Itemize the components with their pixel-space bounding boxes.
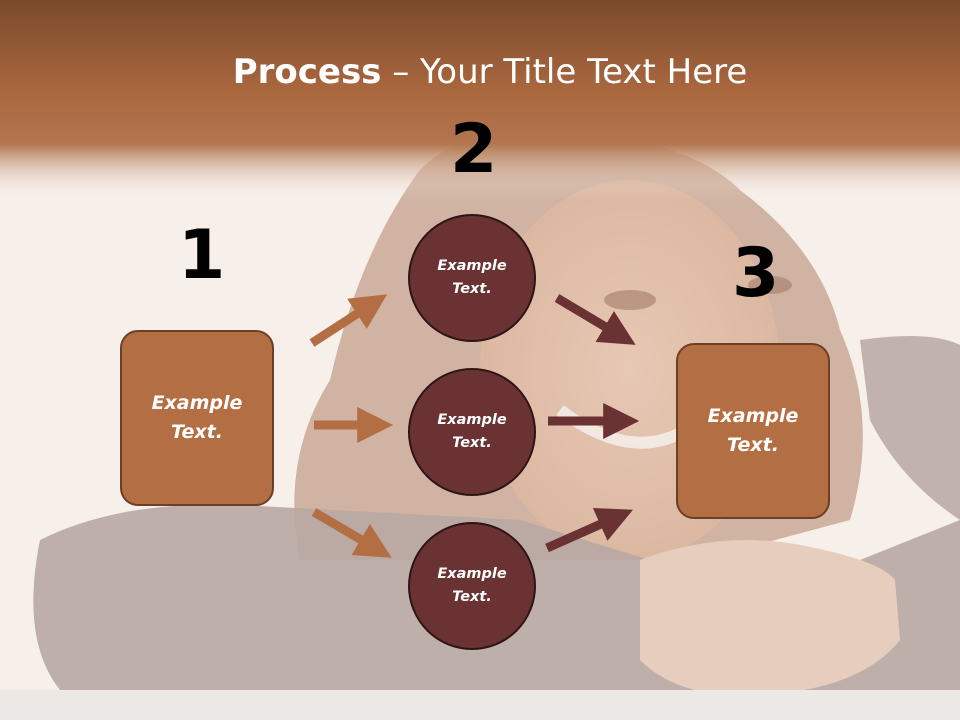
step-number-1: 1	[178, 216, 226, 295]
step-2-circle-top-label: Example Text.	[437, 258, 507, 297]
step-2-circle-bottom-label: Example Text.	[437, 566, 507, 605]
arrow-top-to-3	[554, 294, 636, 345]
step-2-circle-top: Example Text.	[408, 214, 536, 342]
title-bold: Process	[232, 52, 382, 92]
step-2-circle-middle-label: Example Text.	[437, 412, 507, 451]
step-3-box: Example Text.	[676, 343, 830, 519]
step-number-3: 3	[732, 234, 780, 313]
step-number-2: 2	[450, 110, 498, 189]
step-1-label: Example Text.	[151, 392, 243, 443]
step-1-box: Example Text.	[120, 330, 274, 506]
arrow-bottom-to-3	[545, 507, 634, 553]
arrow-1-to-bottom	[311, 508, 392, 558]
step-2-circle-bottom: Example Text.	[408, 522, 536, 650]
slide-title: Process – Your Title Text Here	[0, 52, 960, 92]
step-3-label: Example Text.	[707, 405, 799, 456]
arrow-1-to-top	[309, 294, 388, 347]
step-2-circle-middle: Example Text.	[408, 368, 536, 496]
title-rest: – Your Title Text Here	[381, 52, 748, 92]
